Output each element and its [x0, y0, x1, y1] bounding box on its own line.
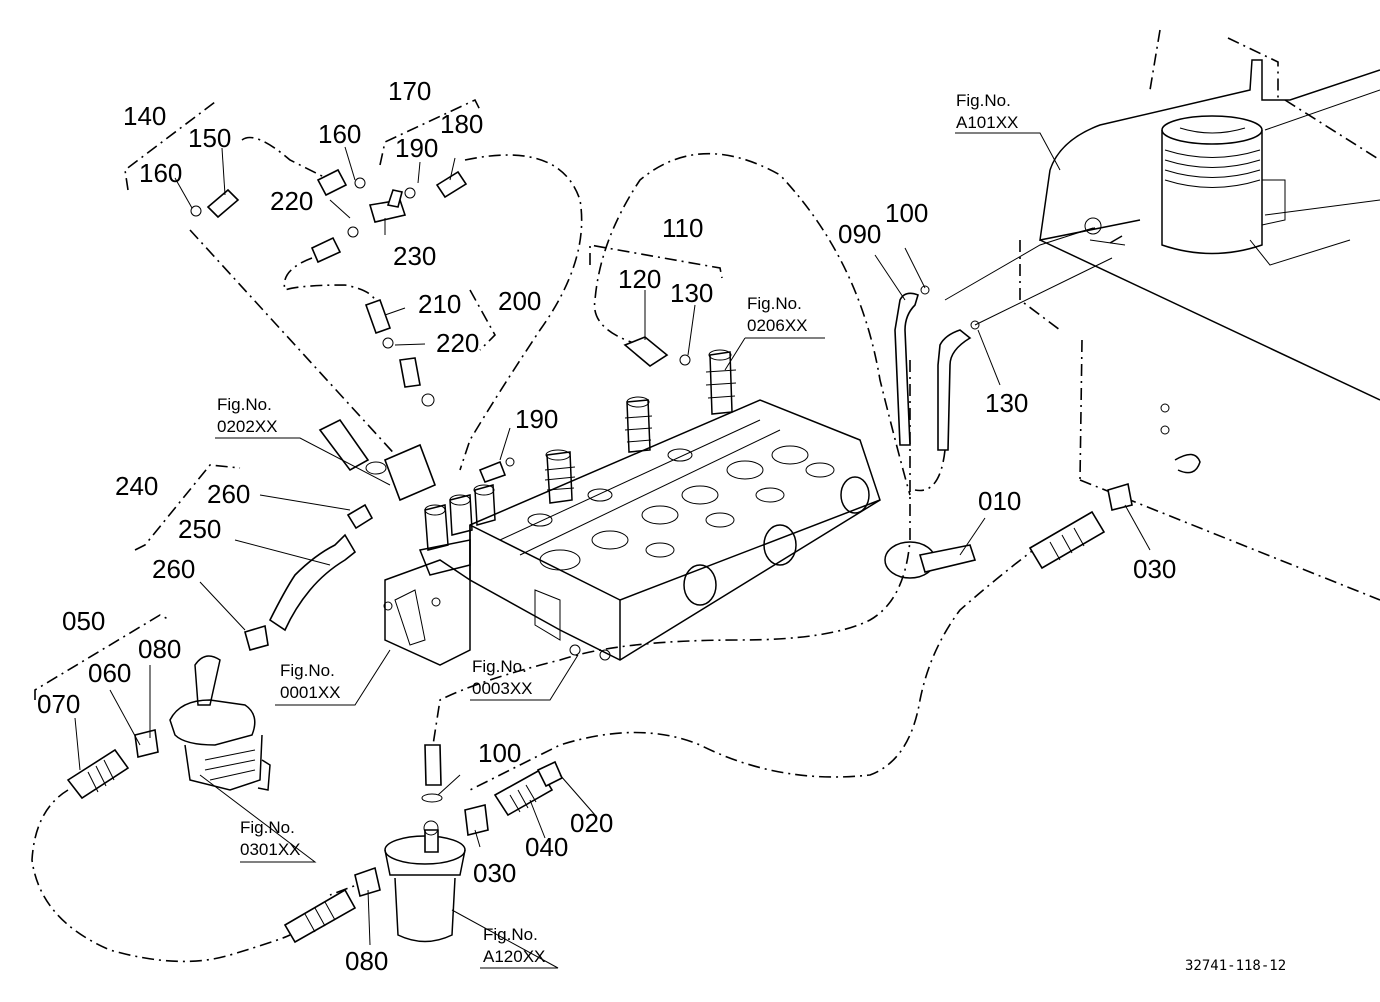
svg-text:Fig.No.: Fig.No.: [217, 395, 272, 414]
label-220: 220: [436, 328, 479, 358]
svg-text:0001XX: 0001XX: [280, 683, 341, 702]
svg-text:0301XX: 0301XX: [240, 840, 301, 859]
label-190: 190: [515, 404, 558, 434]
hose-parts: [66, 168, 1133, 944]
label-140: 140: [123, 101, 166, 131]
svg-text:A101XX: A101XX: [956, 113, 1018, 132]
group-brackets: [34, 98, 723, 700]
label-260: 260: [152, 554, 195, 584]
label-030: 030: [1133, 554, 1176, 584]
fig-ref-a120xx[interactable]: Fig.No. A120XX: [483, 925, 545, 966]
label-070: 070: [37, 689, 80, 719]
label-180: 180: [440, 109, 483, 139]
fig-ref-0003xx[interactable]: Fig.No. 0003XX: [472, 657, 533, 698]
label-170: 170: [388, 76, 431, 106]
fig-ref-0202xx[interactable]: Fig.No. 0202XX: [217, 395, 278, 436]
label-080: 080: [138, 634, 181, 664]
engine-cylinder-head: [383, 399, 881, 666]
svg-text:0202XX: 0202XX: [217, 417, 278, 436]
label-160: 160: [139, 158, 182, 188]
injector-nozzles: [544, 349, 737, 504]
label-250: 250: [178, 514, 221, 544]
label-020: 020: [570, 808, 613, 838]
fuel-routing-lines: [31, 136, 1126, 963]
svg-text:Fig.No.: Fig.No.: [483, 925, 538, 944]
svg-text:Fig.No.: Fig.No.: [472, 657, 527, 676]
figure-references: Fig.No. A101XX Fig.No. 0206XX Fig.No. 02…: [217, 91, 1018, 966]
fig-ref-0301xx[interactable]: Fig.No. 0301XX: [240, 818, 301, 859]
label-080: 080: [345, 946, 388, 976]
label-130: 130: [985, 388, 1028, 418]
label-100: 100: [885, 198, 928, 228]
label-060: 060: [88, 658, 131, 688]
svg-text:Fig.No.: Fig.No.: [280, 661, 335, 680]
svg-text:0003XX: 0003XX: [472, 679, 533, 698]
label-010: 010: [978, 486, 1021, 516]
label-100: 100: [478, 738, 521, 768]
label-130: 130: [670, 278, 713, 308]
label-030: 030: [473, 858, 516, 888]
label-110: 110: [662, 213, 703, 243]
figure-ref-leaders: [199, 132, 1061, 969]
part-number-labels: 140 150 160 160 170 180 190 220 230 210 …: [37, 76, 1176, 976]
fig-ref-0206xx[interactable]: Fig.No. 0206XX: [747, 294, 808, 335]
label-260: 260: [207, 479, 250, 509]
label-050: 050: [62, 606, 105, 636]
label-220: 220: [270, 186, 313, 216]
label-230: 230: [393, 241, 436, 271]
fig-ref-a101xx[interactable]: Fig.No. A101XX: [956, 91, 1018, 132]
label-150: 150: [188, 123, 231, 153]
svg-text:A120XX: A120XX: [483, 947, 545, 966]
label-210: 210: [418, 289, 461, 319]
injection-pump-fittings: [418, 484, 496, 576]
fuel-tank: [1019, 29, 1380, 601]
label-240: 240: [115, 471, 158, 501]
svg-text:Fig.No.: Fig.No.: [747, 294, 802, 313]
svg-text:Fig.No.: Fig.No.: [956, 91, 1011, 110]
label-200: 200: [498, 286, 541, 316]
leader-lines: [74, 146, 1151, 946]
label-040: 040: [525, 832, 568, 862]
fig-ref-0001xx[interactable]: Fig.No. 0001XX: [280, 661, 341, 702]
svg-text:0206XX: 0206XX: [747, 316, 808, 335]
drawing-number: 32741-118-12: [1185, 958, 1286, 974]
label-160: 160: [318, 119, 361, 149]
label-090: 090: [838, 219, 881, 249]
label-120: 120: [618, 264, 661, 294]
svg-text:Fig.No.: Fig.No.: [240, 818, 295, 837]
label-190: 190: [395, 133, 438, 163]
